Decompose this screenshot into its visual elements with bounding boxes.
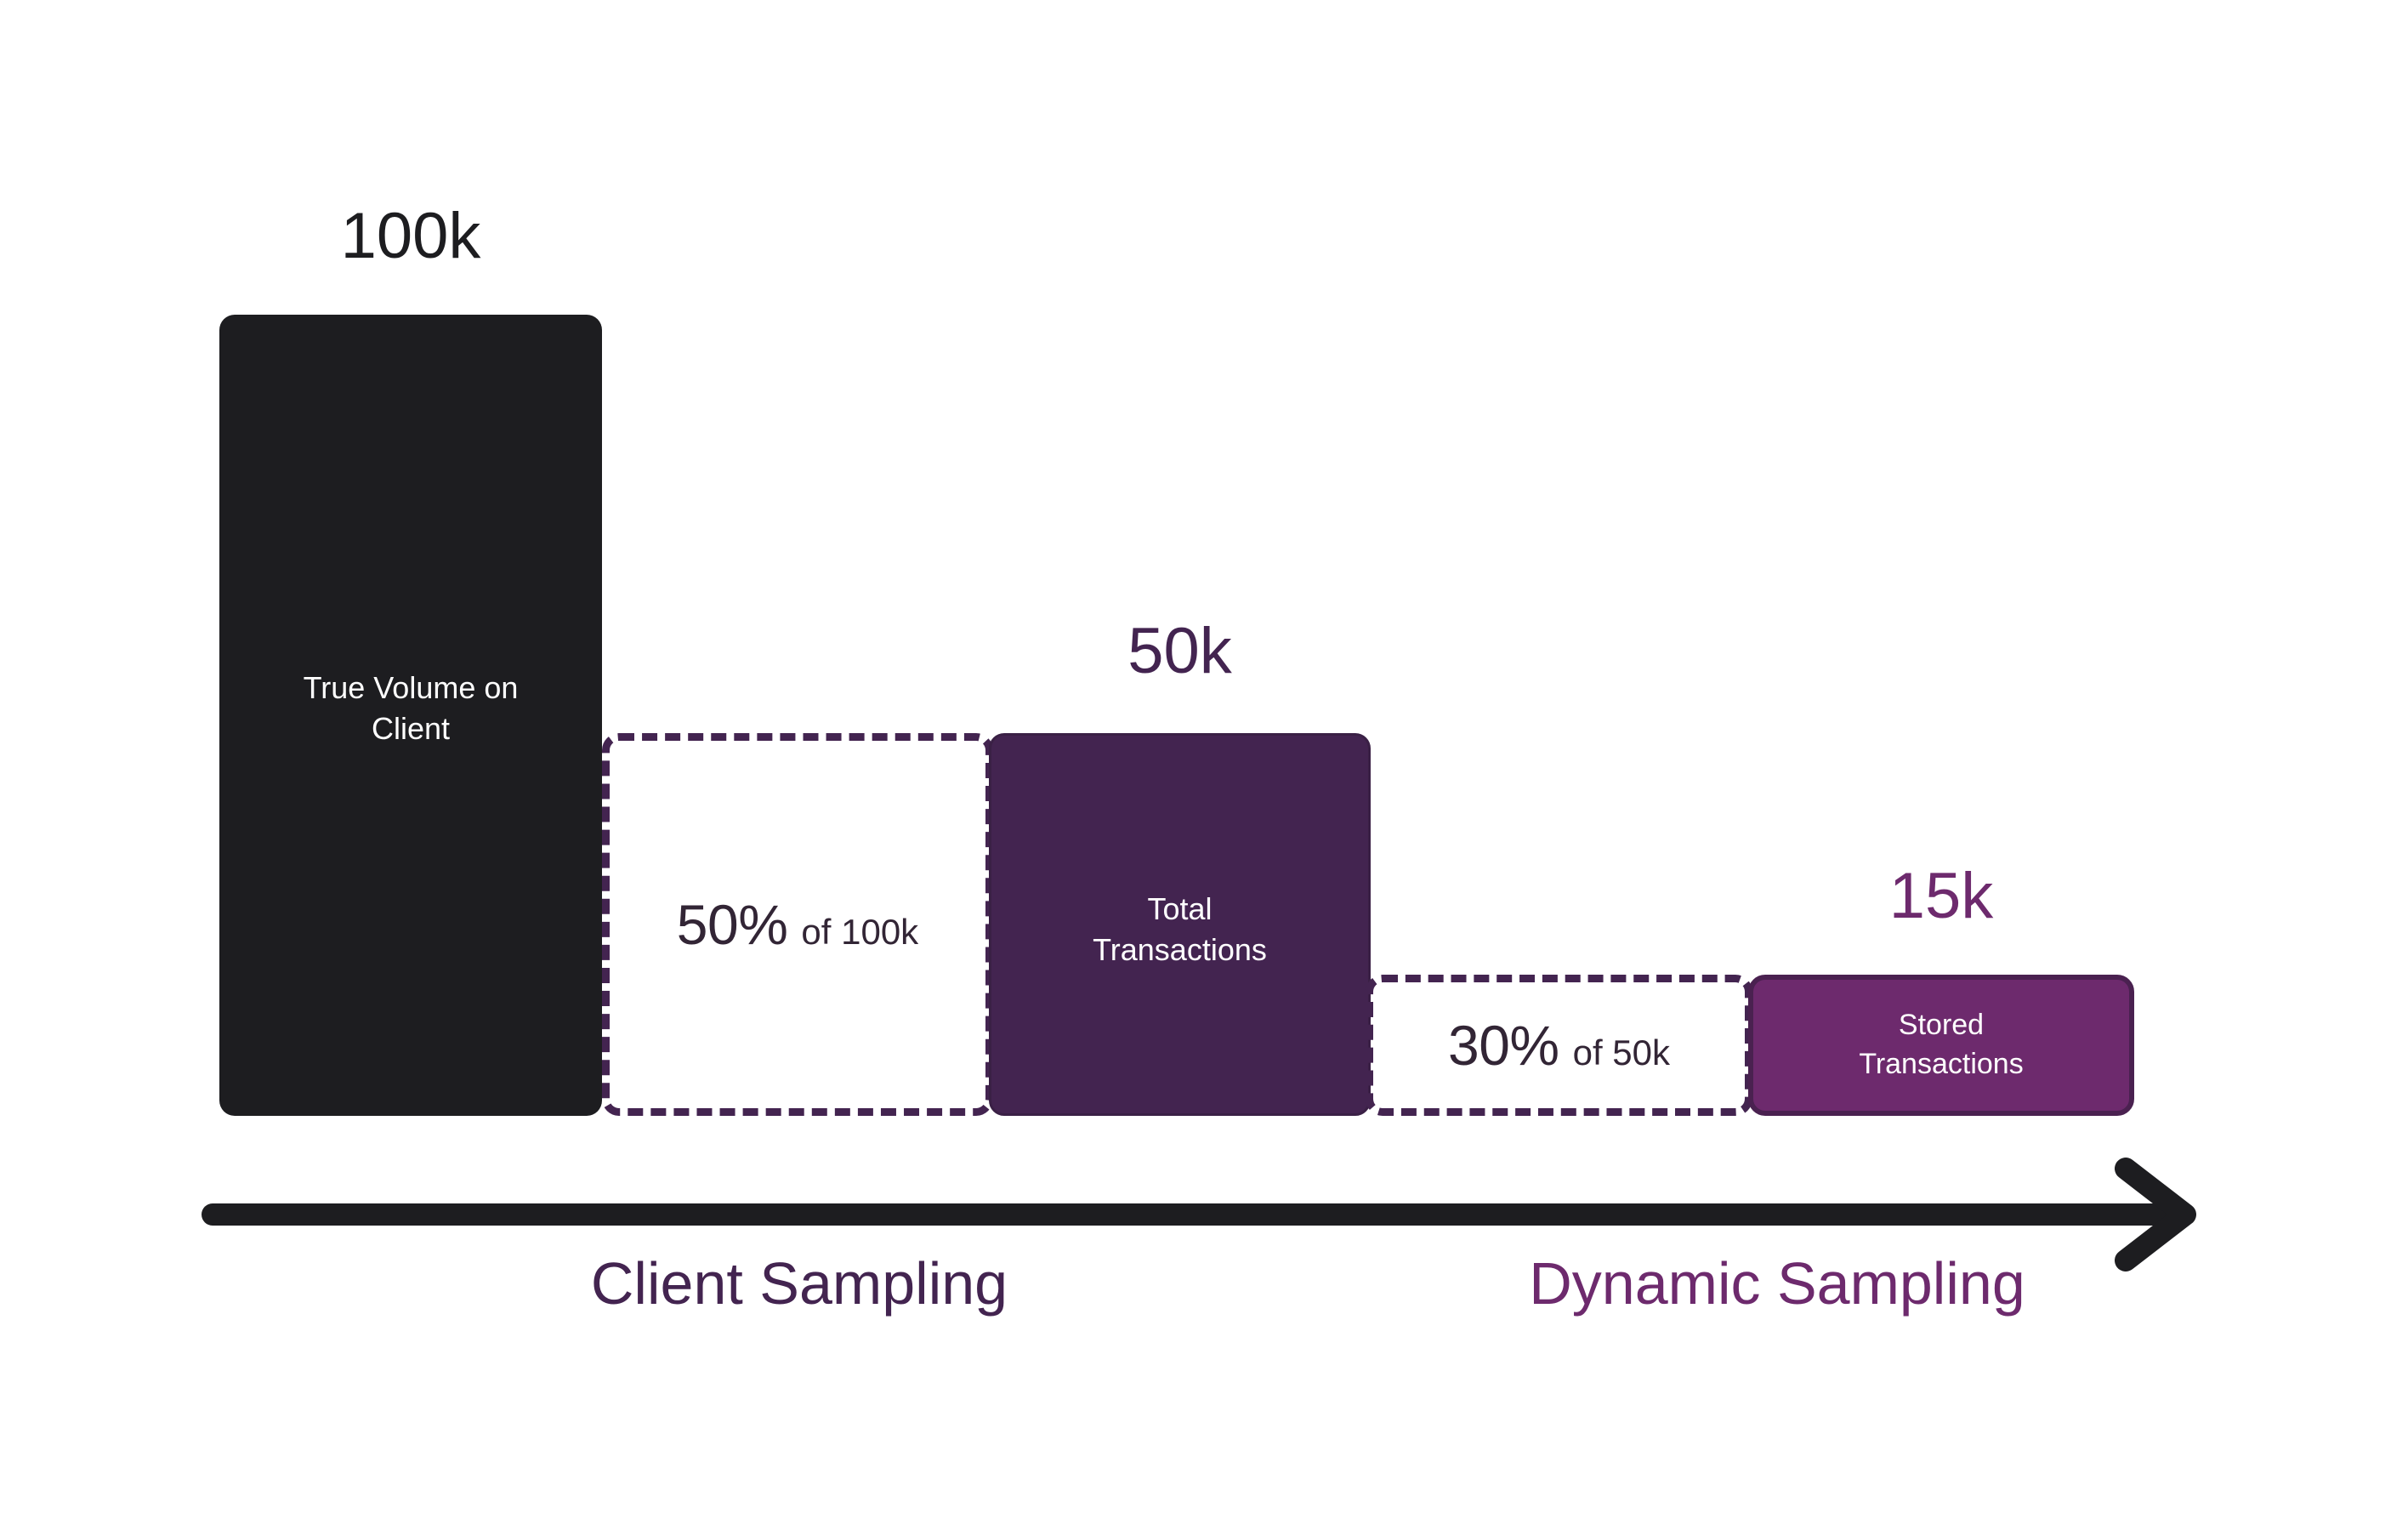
bar-stored-transactions: Stored Transactions <box>1748 975 2134 1116</box>
bar-label-line-1: Stored <box>1898 1009 1985 1042</box>
reduction-text-dynamic-sampling: 30% of 50k <box>1448 1017 1670 1073</box>
value-label-stored-transactions: 15k <box>1888 860 1994 932</box>
bar-label-stored-transactions: Stored Transactions <box>1859 1006 2023 1084</box>
bar-total-transactions: Total Transactions <box>989 733 1371 1116</box>
reduction-of-client: of 100k <box>801 912 919 952</box>
right-arrow-icon <box>202 1158 2196 1271</box>
stage-caption-client-sampling: Client Sampling <box>590 1250 1008 1317</box>
reduction-percent-client: 50% <box>676 893 788 956</box>
bar-label-line-2: Transactions <box>1859 1048 2024 1080</box>
reduction-percent-dynamic: 30% <box>1447 1014 1559 1077</box>
bar-label-true-volume: True Volume on Client <box>304 668 519 749</box>
reduction-text-client-sampling: 50% of 100k <box>677 896 918 953</box>
bar-label-line-2: Transactions <box>1093 932 1267 967</box>
bar-label-line-2: Client <box>371 711 451 746</box>
reduction-of-dynamic: of 50k <box>1572 1033 1671 1072</box>
bar-true-volume-on-client: True Volume on Client <box>219 315 602 1116</box>
reduction-box-client-sampling: 50% of 100k <box>602 733 993 1116</box>
value-label-true-volume: 100k <box>340 200 481 272</box>
bar-label-total-transactions: Total Transactions <box>1093 889 1267 970</box>
bar-label-line-1: True Volume on <box>303 669 519 705</box>
reduction-box-dynamic-sampling: 30% of 50k <box>1366 975 1752 1116</box>
stage-caption-dynamic-sampling: Dynamic Sampling <box>1529 1250 2025 1317</box>
value-label-total-transactions: 50k <box>1127 615 1232 687</box>
bar-label-line-1: Total <box>1147 890 1213 926</box>
